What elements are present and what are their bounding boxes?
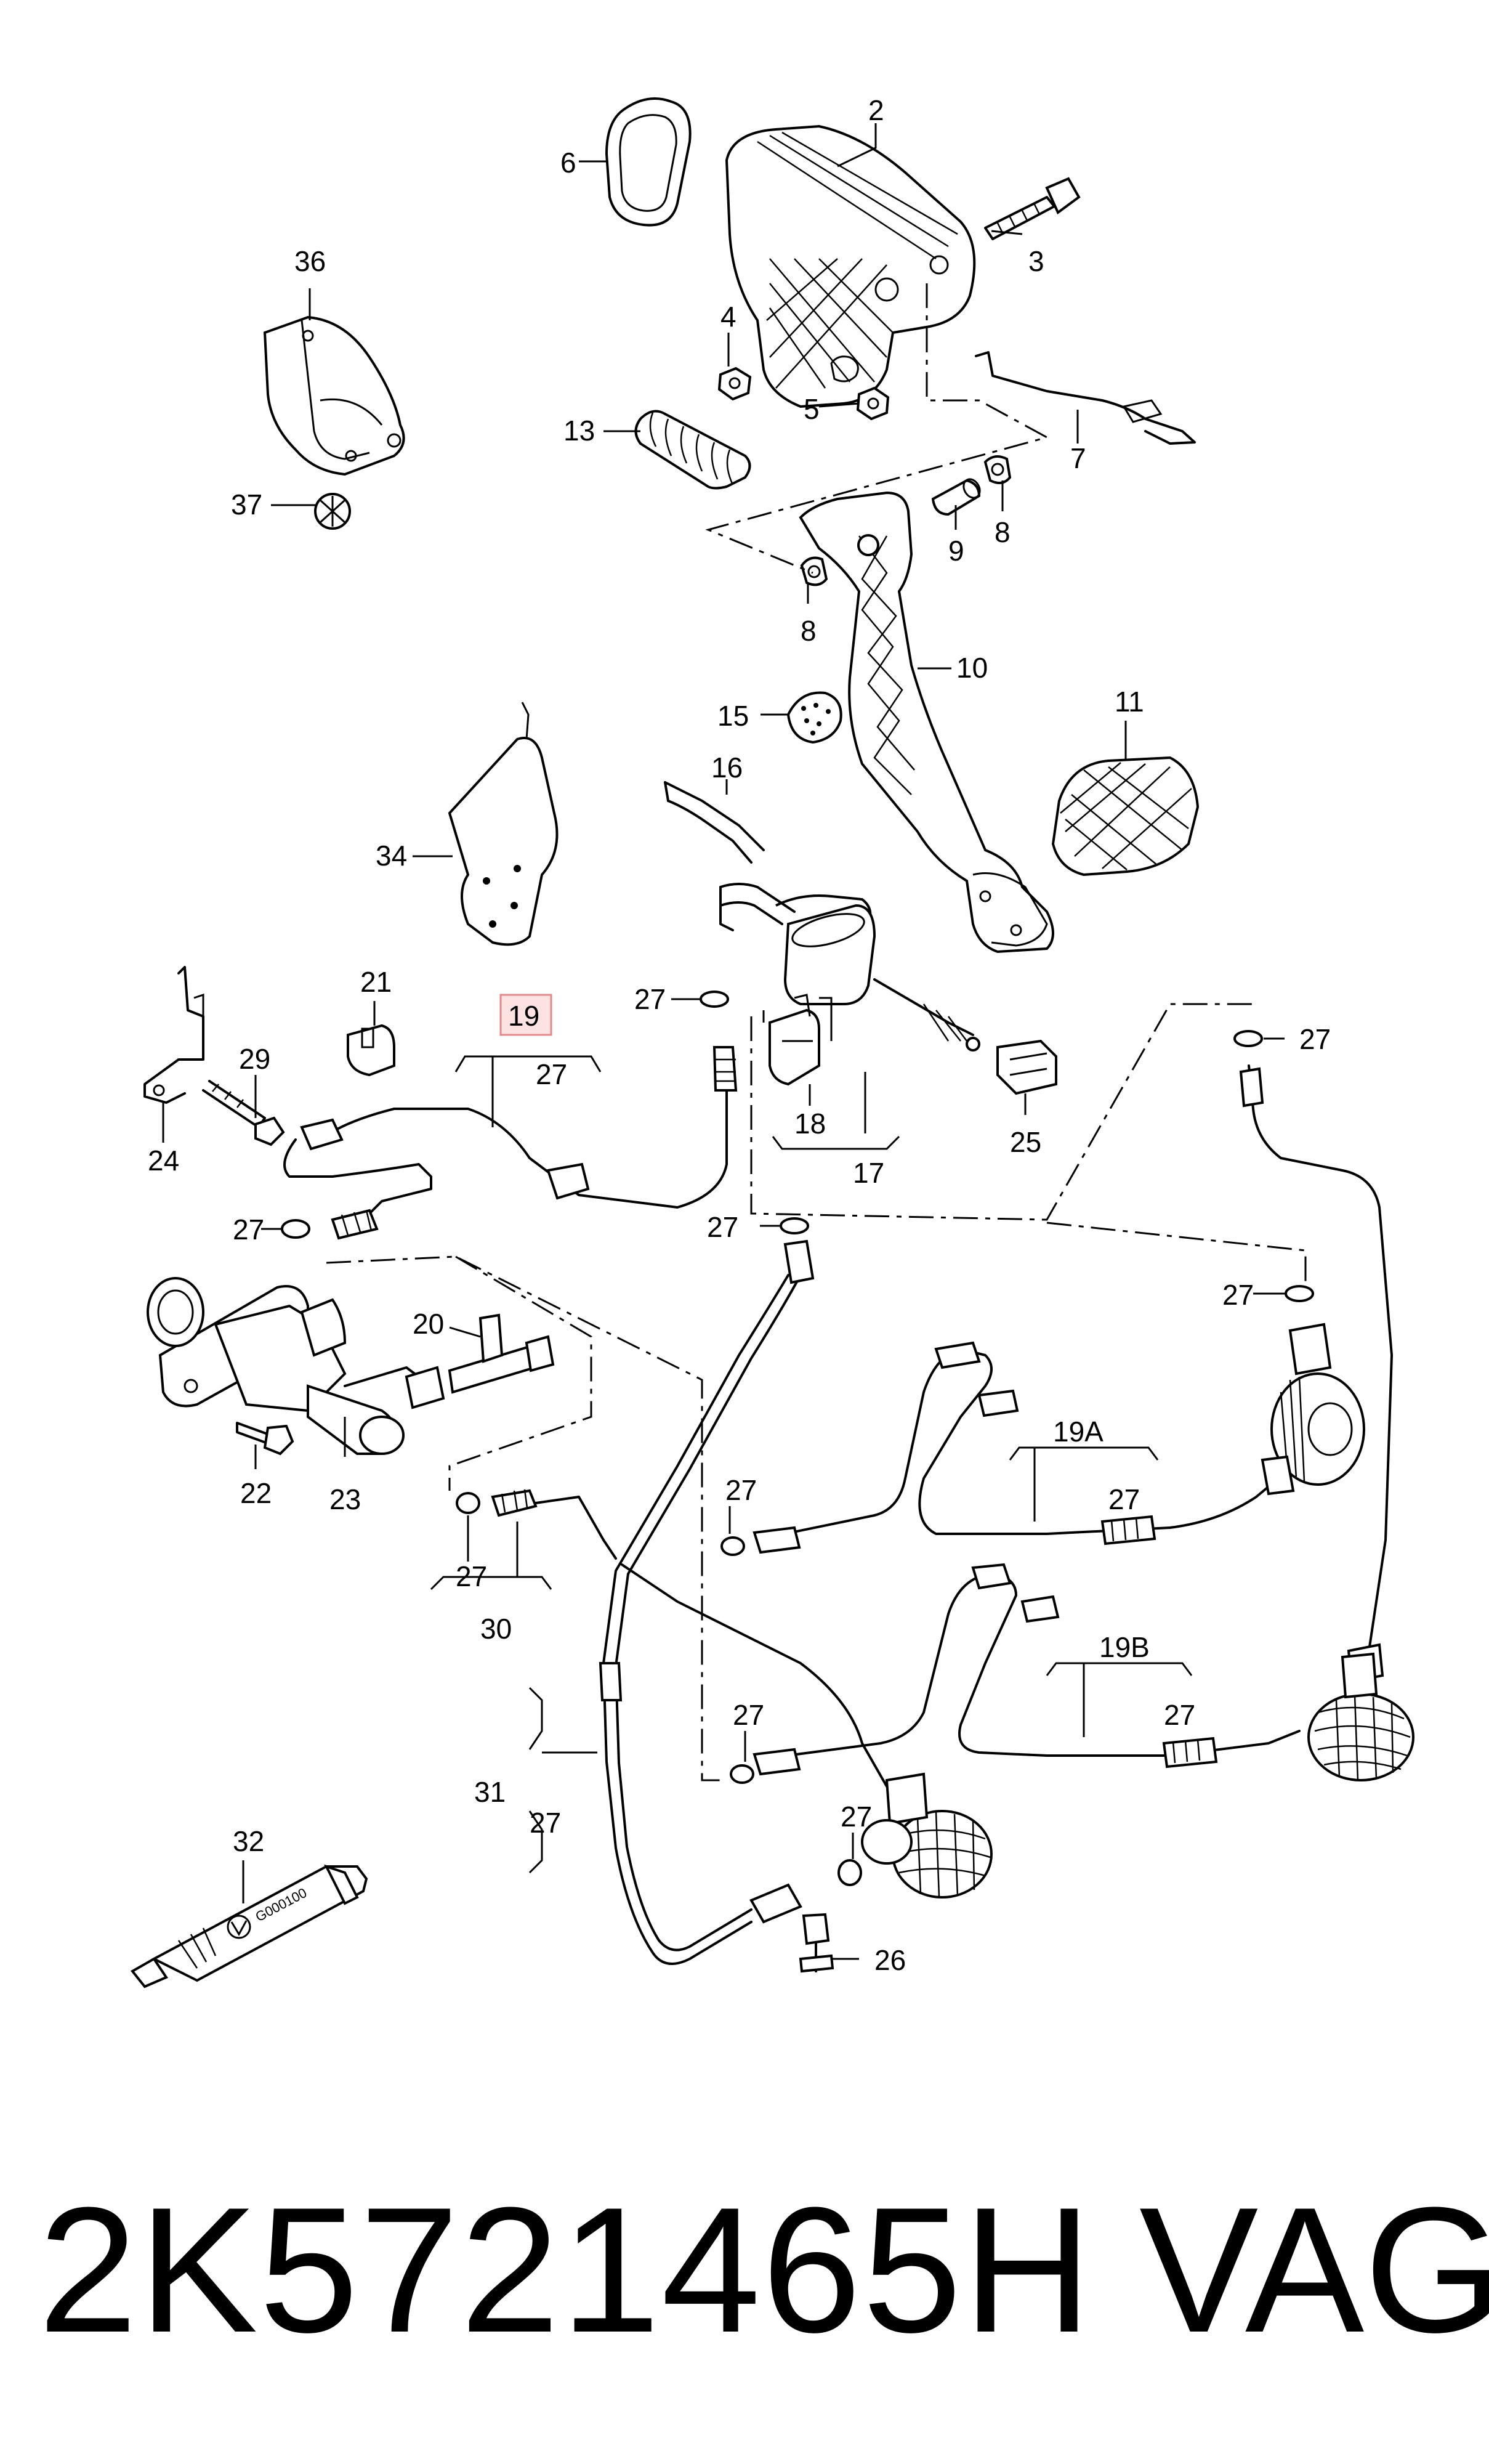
label-22: 22 (240, 1477, 272, 1509)
label-24: 24 (148, 1145, 179, 1177)
label-27-f: 27 (1222, 1279, 1254, 1311)
label-25: 25 (1010, 1126, 1041, 1158)
part-slave-cylinder-lower-right (1307, 1652, 1414, 1781)
label-27-e: 27 (707, 1211, 738, 1243)
part-slave-cylinder-lower-center (861, 1772, 993, 1899)
callout-labels: 2 6 3 36 4 5 7 13 37 8 9 8 10 15 11 16 3… (148, 94, 1331, 1976)
label-18: 18 (794, 1108, 826, 1140)
label-16: 16 (711, 752, 743, 784)
label-21: 21 (360, 966, 392, 998)
label-27-a: 27 (536, 1058, 567, 1090)
part-nut-5 (856, 386, 890, 421)
hose-line-19b (753, 1563, 1301, 1776)
label-11: 11 (1115, 686, 1144, 718)
label-32: 32 (233, 1825, 264, 1857)
part-clutch-pedal-10 (799, 491, 1054, 954)
part-rubber-stop-15 (779, 691, 842, 744)
part-hose-16 (664, 781, 765, 864)
part-heat-shield-36 (263, 315, 405, 476)
label-7: 7 (1070, 442, 1086, 474)
label-27-m: 27 (841, 1801, 872, 1833)
part-gasket (605, 97, 692, 227)
label-27-h: 27 (725, 1474, 757, 1506)
label-31: 31 (474, 1776, 506, 1808)
label-3: 3 (1028, 245, 1044, 277)
label-29: 29 (239, 1043, 270, 1075)
hose-line-19 (283, 1046, 738, 1240)
label-27-b: 27 (634, 983, 666, 1015)
part-switch-bracket-7 (975, 351, 1196, 445)
label-8a: 8 (995, 516, 1011, 548)
label-5: 5 (804, 393, 820, 425)
label-6: 6 (560, 147, 576, 179)
part-number-text: 2K5721465H (38, 2170, 1094, 2370)
part-bushing-8b (800, 556, 828, 586)
part-tee-20 (448, 1313, 555, 1394)
label-13: 13 (563, 415, 595, 447)
fitting-30 (491, 1489, 617, 1560)
part-nut-4 (717, 367, 752, 401)
label-27-d: 27 (233, 1214, 264, 1246)
label-34: 34 (376, 840, 407, 872)
label-10: 10 (956, 652, 988, 684)
label-27-l: 27 (530, 1807, 561, 1839)
part-pedal-pad-11 (1051, 756, 1200, 877)
label-30: 30 (480, 1613, 512, 1645)
label-36: 36 (294, 245, 326, 277)
hose-line-31 (599, 1239, 888, 1965)
label-4: 4 (720, 301, 736, 333)
part-master-cylinder-17 (719, 883, 980, 1052)
label-17: 17 (853, 1157, 884, 1189)
label-27-k: 27 (733, 1699, 764, 1731)
label-8b: 8 (801, 615, 817, 647)
part-grease-tube-32: G000100 (130, 1864, 368, 1988)
label-27-j: 27 (1164, 1699, 1195, 1731)
part-sensor-18 (769, 994, 833, 1086)
part-slave-cylinder-upper (1261, 1323, 1365, 1496)
part-clip-21 (347, 1024, 395, 1077)
part-cylinder-23 (147, 1277, 445, 1455)
part-bracket-24 (143, 966, 204, 1104)
part-pedal-bracket (725, 124, 976, 408)
part-bolt-3 (984, 177, 1081, 240)
label-15: 15 (717, 700, 749, 732)
highlight-box-19 (499, 994, 552, 1036)
part-bushing-8a (983, 455, 1012, 484)
label-9: 9 (948, 535, 964, 567)
part-bolt-29 (202, 1080, 285, 1146)
part-connector-25 (996, 1039, 1057, 1095)
label-27-g: 27 (1108, 1483, 1140, 1515)
leader-lines (162, 123, 1285, 1960)
label-19b: 19B (1099, 1631, 1150, 1663)
hose-line-19a (753, 1341, 1301, 1554)
part-plate-34 (448, 702, 559, 946)
part-bleeder-26 (799, 1913, 834, 1973)
label-26: 26 (874, 1944, 906, 1976)
label-19a: 19A (1053, 1416, 1104, 1448)
label-37: 37 (231, 488, 262, 521)
exploded-parts-diagram: G000100 (130, 94, 1414, 1988)
part-spring-13 (634, 410, 751, 490)
brand-text: VAG (1139, 2170, 1489, 2370)
part-bushing-9 (931, 478, 981, 516)
label-23: 23 (329, 1483, 361, 1515)
o-rings (281, 991, 1314, 1886)
part-clip-37 (314, 493, 351, 530)
label-27-c: 27 (1299, 1023, 1331, 1055)
label-19: 19 (508, 1000, 539, 1032)
label-27-i: 27 (456, 1560, 487, 1592)
label-2: 2 (868, 94, 884, 126)
part-bolt-22 (236, 1422, 294, 1456)
dashed-assembly-lines (326, 283, 1307, 1781)
label-20: 20 (413, 1308, 444, 1340)
